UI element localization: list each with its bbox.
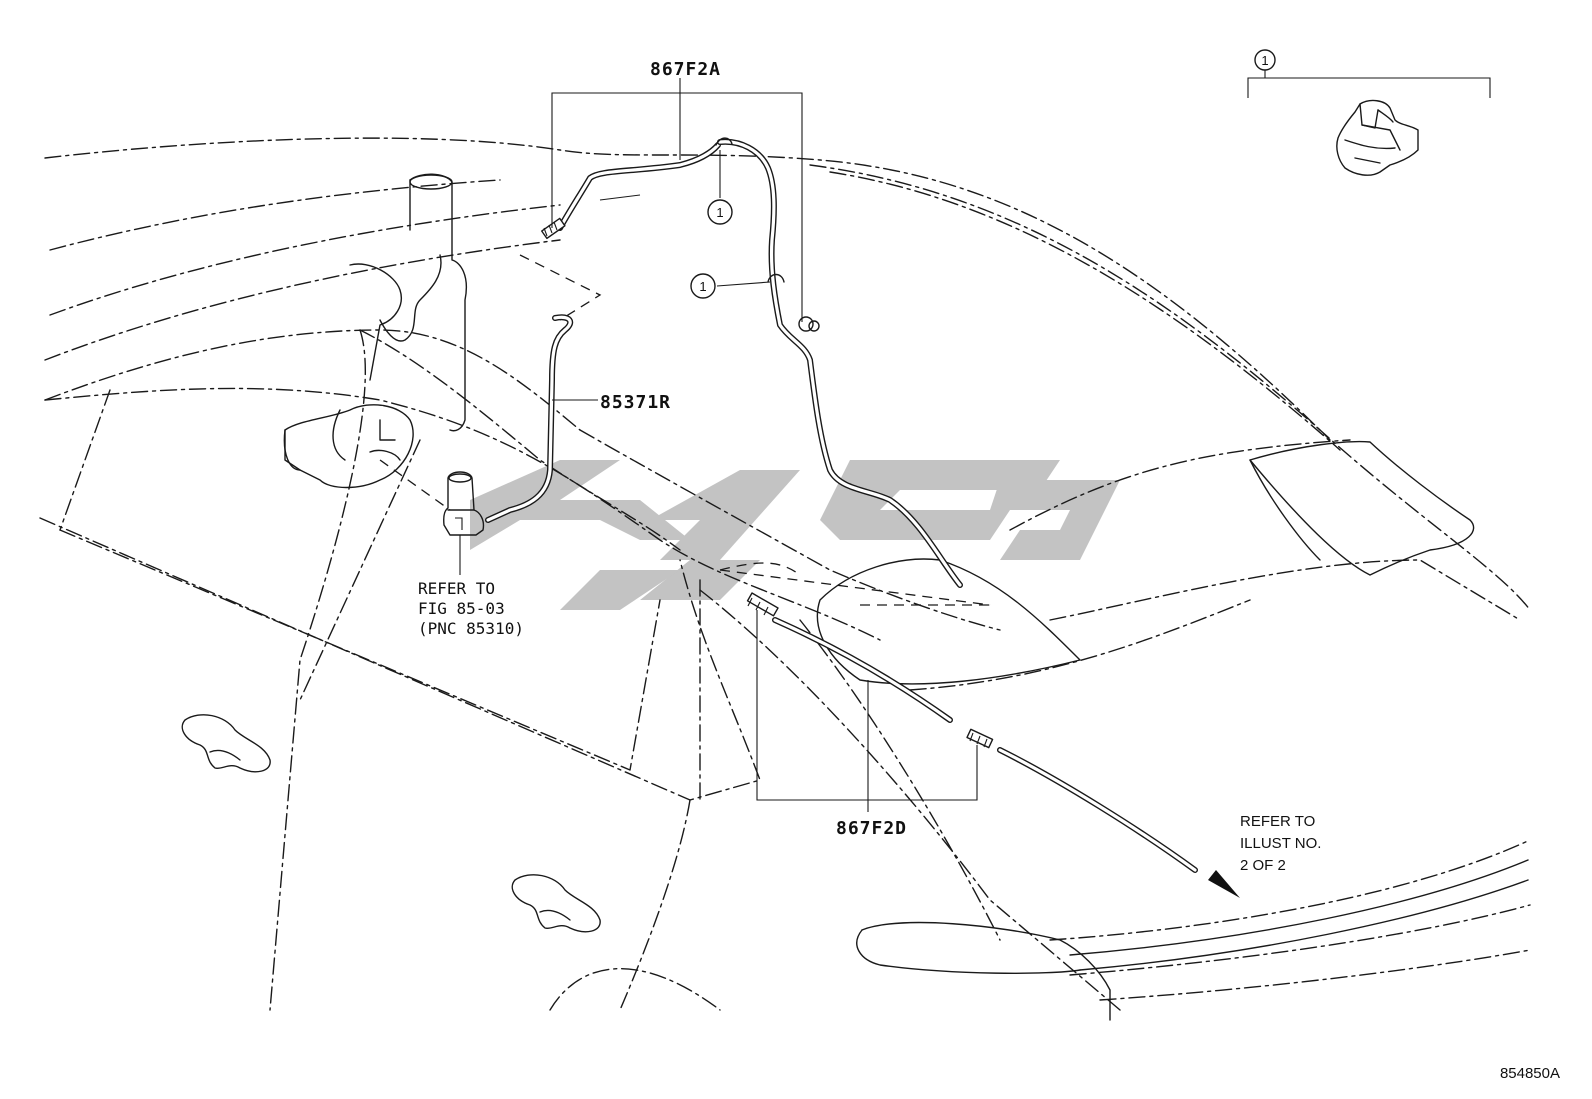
label-85371R: 85371R [600, 392, 671, 413]
hood-panel [816, 440, 1529, 1021]
hose-clip-upper [715, 137, 733, 146]
callout-clip-upper: 1 [707, 199, 733, 225]
hose-867F2D [772, 617, 1198, 873]
washer-reservoir [283, 173, 467, 489]
figure-id: 854850A [1500, 1065, 1560, 1082]
door-handle-rear [511, 874, 601, 933]
callout-clip-upper-text: 1 [716, 205, 723, 220]
grommet [798, 316, 820, 332]
hose-clip-lower [767, 273, 785, 283]
note-illust-reference: REFER TO ILLUST NO. 2 OF 2 [1240, 813, 1321, 874]
joint-connector-middle [746, 592, 779, 617]
callout-clip-lower-text: 1 [699, 279, 706, 294]
joint-connector-lower [966, 728, 994, 749]
bracket-867F2D [756, 610, 978, 812]
hose-867F2A [557, 138, 963, 588]
note-illust-line-3: 2 OF 2 [1240, 857, 1286, 874]
watermark-logo [470, 460, 1120, 610]
door-handle-front [181, 714, 271, 773]
note-pump-line-2: FIG 85-03 [418, 599, 505, 618]
callout-clip-marker: 1 [1254, 49, 1276, 71]
note-pump-line-1: REFER TO [418, 579, 495, 598]
leader-clip-callouts [716, 150, 771, 287]
clip-detail-illustration [1336, 99, 1419, 176]
label-867F2D: 867F2D [836, 818, 907, 839]
bracket-867F2A [551, 78, 803, 322]
note-illust-line-2: ILLUST NO. [1240, 835, 1321, 852]
vehicle-outline [39, 137, 1531, 1011]
callout-clip-marker-text: 1 [1261, 53, 1268, 68]
washer-pump [443, 471, 485, 536]
reference-dashed-lines [379, 254, 991, 606]
callout-clip-lower: 1 [690, 273, 716, 299]
joint-connector-upper [540, 217, 566, 240]
note-pump-reference: REFER TO FIG 85-03 (PNC 85310) [418, 579, 524, 638]
pipe-85371R [485, 314, 574, 523]
note-pump-line-3: (PNC 85310) [418, 619, 524, 638]
label-867F2A: 867F2A [650, 59, 721, 80]
note-illust-line-1: REFER TO [1240, 813, 1315, 830]
clip-detail-bracket [1247, 70, 1491, 98]
arrow-icon [1208, 870, 1240, 898]
